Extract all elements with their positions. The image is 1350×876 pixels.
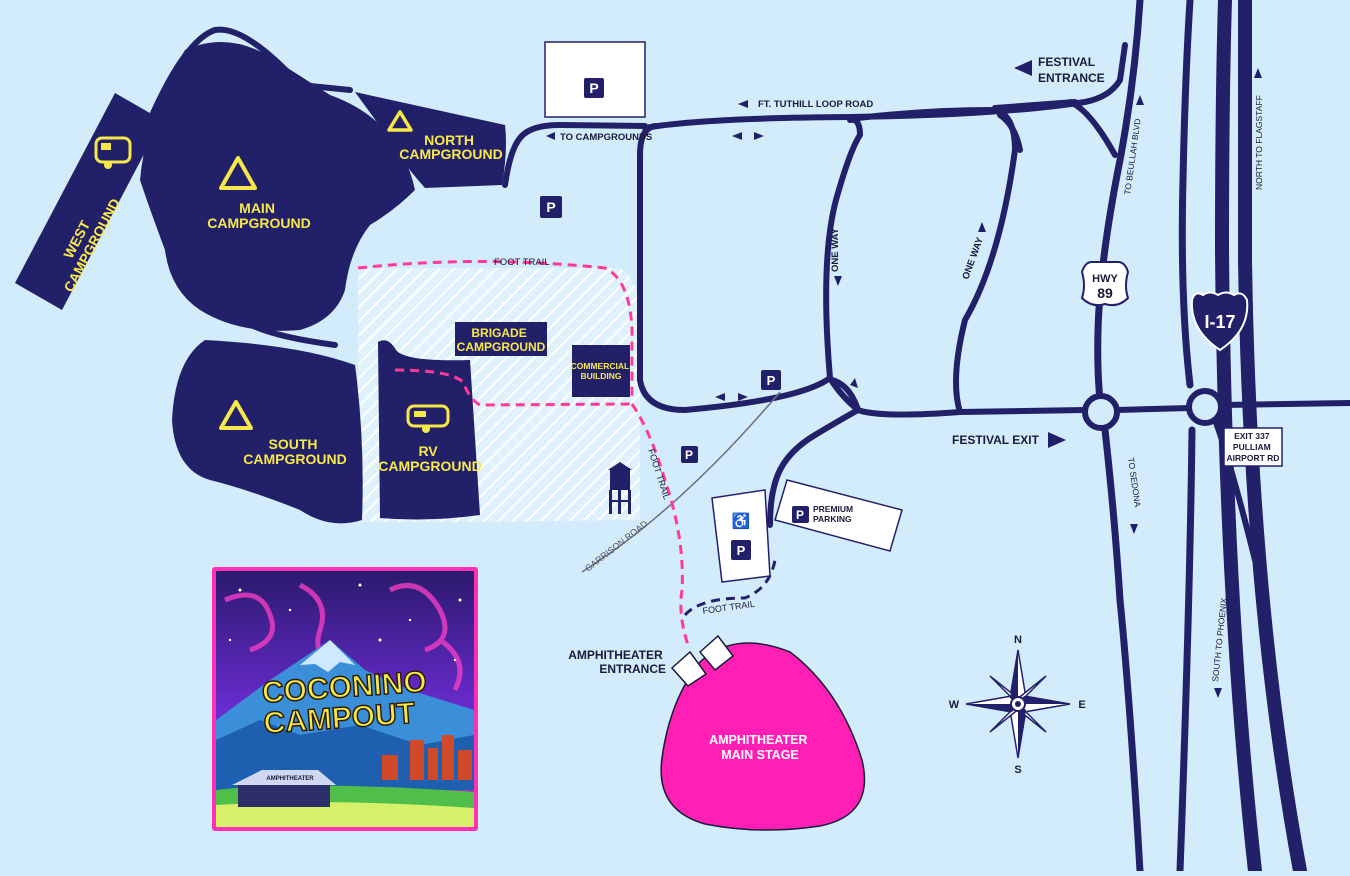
festival-entrance-label: FESTIVAL ENTRANCE [1038,55,1105,85]
brigade-label: BRIGADE CAMPGROUND [457,324,546,354]
parking-marker: P [681,446,698,463]
tent-icon [219,400,253,430]
premium-parking-label: PREMIUM PARKING [813,504,856,524]
svg-text:89: 89 [1097,285,1113,301]
foot-trails [357,260,690,646]
arrow-up-icon [1136,95,1144,105]
poster-venue: AMPHITHEATER [266,776,314,782]
rv-campground[interactable]: RV CAMPGROUND [378,340,482,520]
festival-entrance[interactable]: FESTIVAL ENTRANCE [1014,55,1105,85]
south-campground[interactable]: SOUTH CAMPGROUND [172,340,363,524]
arrow-icon [850,378,858,388]
foot-trail-label-2: FOOT TRAIL [646,448,672,501]
svg-text:I-17: I-17 [1204,312,1235,332]
garrison-road [581,391,781,573]
arrow-right-icon [1048,432,1066,448]
north-campground[interactable]: NORTH CAMPGROUND [355,92,506,188]
main-stage-label: AMPHITHEATER MAIN STAGE [709,733,811,762]
svg-text:P: P [767,373,776,388]
arrow-up-icon [978,222,986,232]
poster-title-2: CAMPOUT [263,697,417,740]
rv-trailer-icon [94,136,132,169]
two-way-arrows-icon [715,132,764,401]
arrow-down-icon [834,276,842,286]
compass-e: E [1078,699,1085,711]
arrow-left-icon [546,132,555,140]
festival-exit-label: FESTIVAL EXIT [952,433,1040,447]
premium-parking-lot[interactable]: P PREMIUM PARKING [774,479,903,552]
tent-icon [219,156,257,190]
sedona-label: TO SEDONA [1126,457,1143,508]
parking-symbol: P [796,508,804,522]
i17-roundabout [1186,388,1224,426]
garrison-road-label: GARRISON ROAD [583,518,650,573]
accessible-parking-lot[interactable]: ♿ P [711,489,771,583]
one-way-label-2: ONE WAY [960,235,986,281]
tent-icon [387,110,413,132]
arrow-left-icon [738,100,748,108]
wheelchair-icon: ♿ [732,512,751,530]
arrow-up-icon [1254,68,1262,78]
main-camp-label: MAIN CAMPGROUND [207,200,310,231]
svg-text:P: P [546,199,555,215]
parking-symbol: P [737,543,746,558]
foot-trail-label-3: FOOT TRAIL [702,599,756,616]
hwy-89 [1094,0,1144,875]
compass-w: W [949,699,960,711]
phoenix-label: SOUTH TO PHOENIX [1210,597,1229,682]
stars [228,583,462,662]
hwy-roundabout [1082,393,1120,431]
compass-n: N [1014,634,1022,646]
svg-text:HWY: HWY [1092,273,1118,285]
north-camp-label: NORTH CAMPGROUND [399,132,502,162]
foot-trail-label: FOOT TRAIL [494,257,550,268]
south-camp-label: SOUTH CAMPGROUND [243,436,346,467]
i17-shield: I-17 [1190,291,1249,352]
amphitheater-entrance-label: AMPHITHEATER ENTRANCE [568,648,666,676]
exit-337-sign: EXIT 337 PULLIAM AIRPORT RD [1223,427,1283,467]
arrow-down-icon [1130,524,1138,534]
festival-exit[interactable]: FESTIVAL EXIT [952,432,1066,448]
west-campground[interactable]: WEST CAMPGROUND [15,93,162,310]
amphitheater-main-stage[interactable]: AMPHITHEATER MAIN STAGE [660,642,866,831]
svg-text:EXIT 337 PULLIAM A: EXIT 337 PULLIAM AIRPORT RD [1227,431,1280,463]
flagstaff-label: NORTH TO FLAGSTAFF [1254,95,1264,190]
coconino-campout-poster[interactable]: AMPHITHEATER COCONINO CAMPOUT [212,567,478,831]
parking-lot-top[interactable]: P [544,41,646,118]
compass-rose: N S W E [949,634,1086,776]
local-roads [147,26,1350,528]
water-tower-icon [608,462,632,514]
to-campgrounds-label: TO CAMPGROUNDS [560,132,652,143]
main-campground[interactable]: MAIN CAMPGROUND [140,42,415,331]
rv-camp-label: RV CAMPGROUND [378,443,481,474]
compass-s: S [1014,764,1021,776]
arrow-down-icon [1214,688,1222,698]
one-way-label-1: ONE WAY [830,227,841,272]
parking-marker: P [540,196,562,218]
svg-text:P: P [685,448,693,462]
parking-marker: P [761,370,781,390]
amphitheater-gates [670,634,735,687]
loop-road-label: FT. TUTHILL LOOP ROAD [758,99,873,110]
parking-symbol: P [589,80,598,96]
arrow-left-icon [1014,60,1032,76]
rv-trailer-icon [406,404,450,433]
brigade-campground[interactable]: BRIGADE CAMPGROUND [455,322,547,356]
commercial-building[interactable]: COMMERCIAL BUILDING [571,345,632,397]
hwy-89-shield: HWY 89 [1080,261,1130,307]
commercial-label: COMMERCIAL BUILDING [571,361,632,381]
